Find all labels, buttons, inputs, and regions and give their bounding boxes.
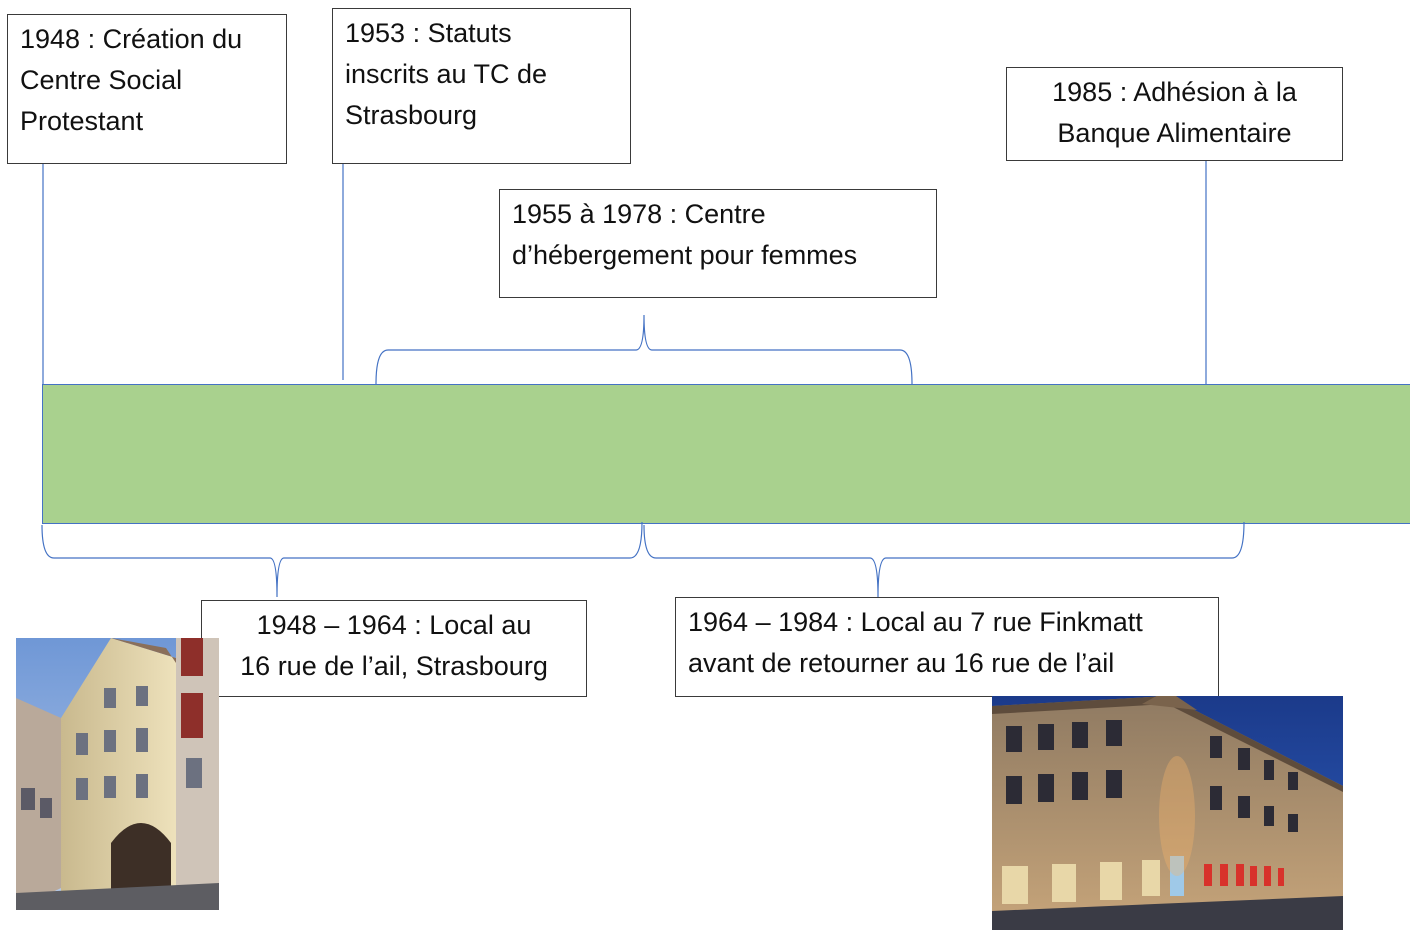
event-text: 1985 : Adhésion à la bbox=[1052, 77, 1297, 107]
event-text: inscrits au TC de bbox=[345, 59, 548, 89]
event-text: 16 rue de l’ail, Strasbourg bbox=[240, 651, 548, 681]
brace-1955-1978 bbox=[375, 314, 913, 385]
event-text: 1955 à 1978 : Centre bbox=[512, 199, 766, 229]
event-box-1953-statuts: 1953 : Statuts inscrits au TC de Strasbo… bbox=[332, 8, 631, 164]
event-box-1948-1964-local-ail: 1948 – 1964 : Local au 16 rue de l’ail, … bbox=[201, 600, 587, 697]
event-box-1964-1984-local-finkmatt: 1964 – 1984 : Local au 7 rue Finkmatt av… bbox=[675, 597, 1219, 697]
event-text: Strasbourg bbox=[345, 100, 478, 130]
event-text: avant de retourner au 16 rue de l’ail bbox=[688, 648, 1115, 678]
event-text: 1964 – 1984 : Local au 7 rue Finkmatt bbox=[688, 607, 1143, 637]
event-text: 1948 : Création du bbox=[20, 24, 243, 54]
brace-1948-1964 bbox=[41, 521, 643, 598]
building-photo-rue-ail bbox=[16, 638, 219, 910]
brace-1964-1984 bbox=[643, 521, 1245, 598]
event-text: Protestant bbox=[20, 106, 144, 136]
event-text: Centre Social bbox=[20, 65, 183, 95]
event-text: Banque Alimentaire bbox=[1057, 118, 1292, 148]
timeline-bar bbox=[42, 384, 1410, 524]
event-text: 1953 : Statuts bbox=[345, 18, 512, 48]
event-box-1948-creation: 1948 : Création du Centre Social Protest… bbox=[7, 14, 287, 164]
event-text: d’hébergement pour femmes bbox=[512, 240, 858, 270]
event-box-1985-banque: 1985 : Adhésion à la Banque Alimentaire bbox=[1006, 67, 1343, 161]
building-photo-finkmatt bbox=[992, 696, 1343, 930]
event-box-1955-1978-hebergement: 1955 à 1978 : Centre d’hébergement pour … bbox=[499, 189, 937, 298]
event-text: 1948 – 1964 : Local au bbox=[256, 610, 532, 640]
